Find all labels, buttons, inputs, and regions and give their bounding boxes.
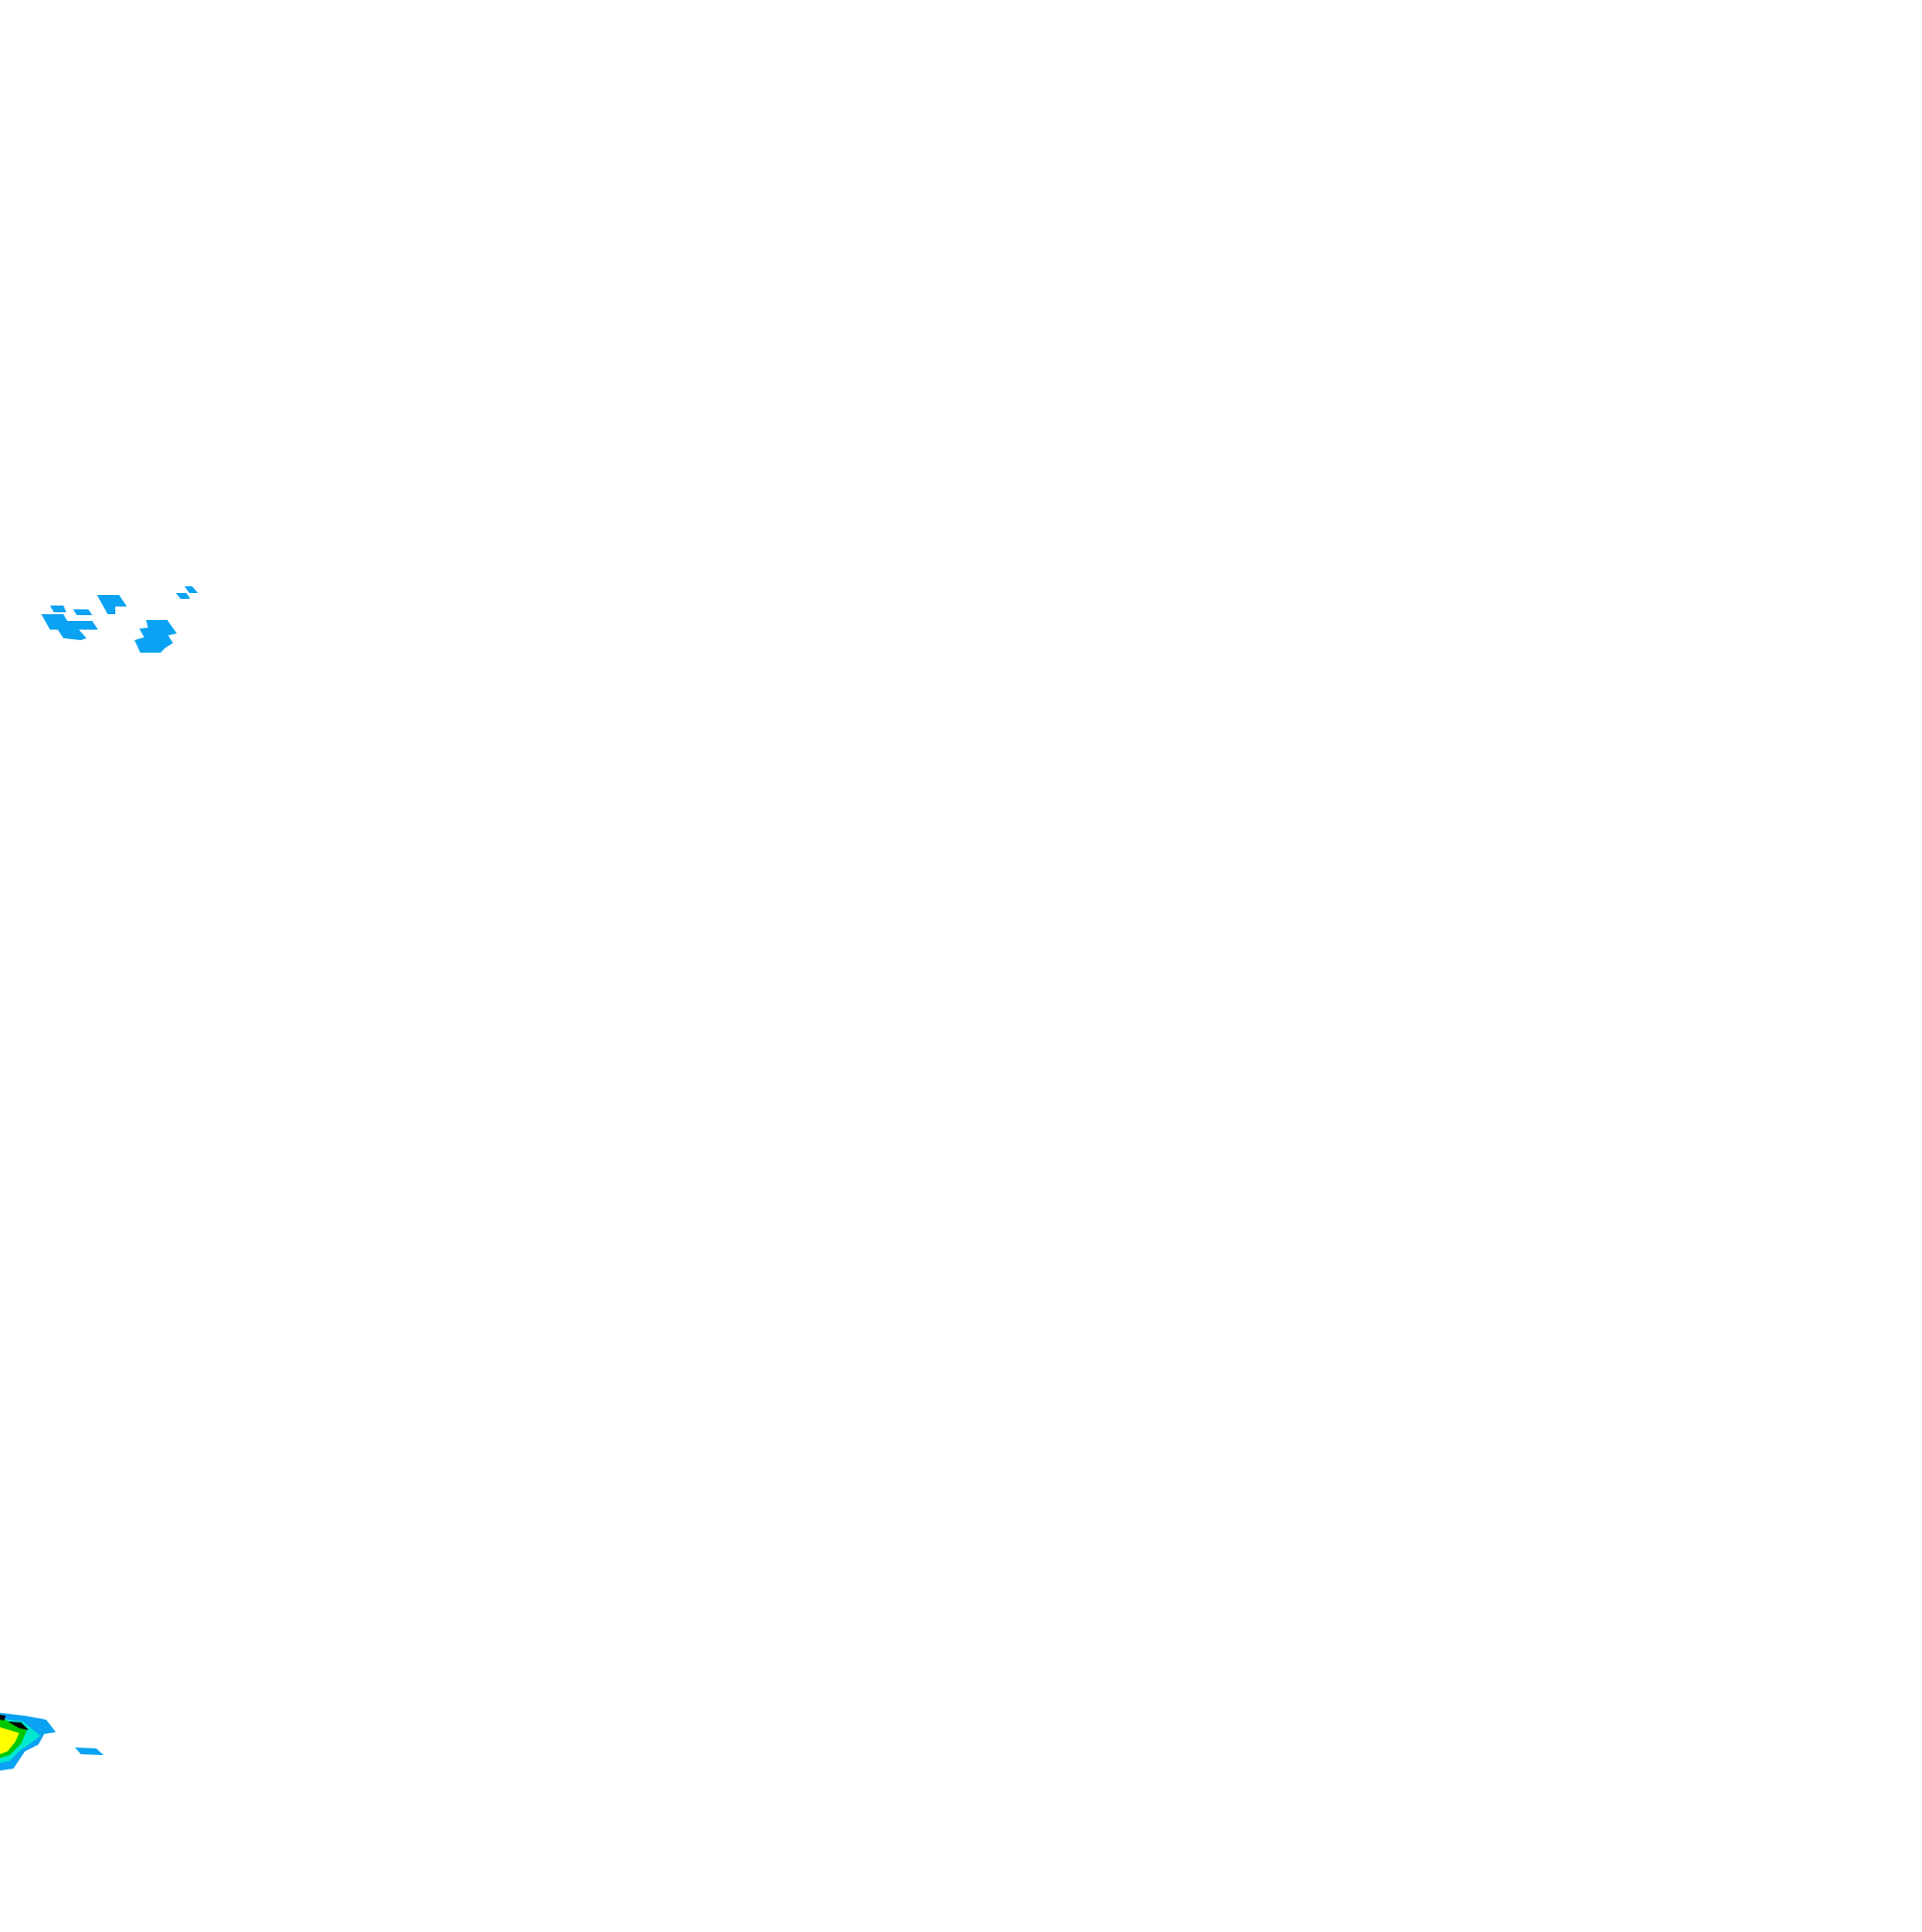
- precip-cell-light: [75, 1747, 104, 1755]
- precip-cluster-south: [0, 1713, 104, 1771]
- precip-cell: [135, 620, 177, 653]
- precip-cell: [185, 586, 198, 593]
- precip-cell: [41, 614, 98, 640]
- precip-cell: [97, 595, 127, 614]
- precip-cell: [50, 606, 66, 612]
- precip-cluster-north: [41, 586, 198, 653]
- precip-cell-outline: [0, 1715, 6, 1721]
- precip-cell: [176, 593, 190, 599]
- precip-cell: [73, 609, 92, 615]
- precip-cell-outline: [8, 1721, 29, 1730]
- precip-cell-heavy: [0, 1727, 19, 1754]
